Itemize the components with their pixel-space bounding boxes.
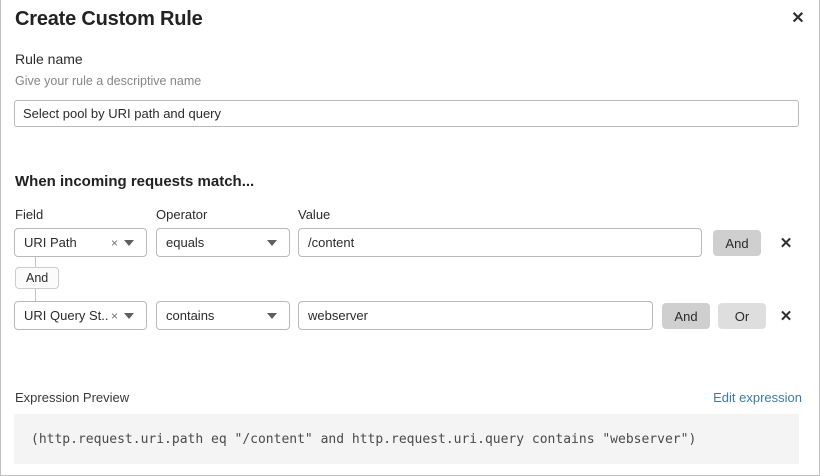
expression-preview-text: (http.request.uri.path eq "/content" and… — [31, 431, 697, 447]
expression-preview-box: (http.request.uri.path eq "/content" and… — [14, 414, 799, 464]
clear-icon[interactable]: × — [110, 235, 118, 250]
field-select-row-2-value: URI Query St... — [24, 308, 109, 323]
column-header-value: Value — [298, 207, 331, 222]
field-select-row-2[interactable]: URI Query St... × — [14, 301, 147, 330]
delete-icon[interactable]: ✕ — [779, 307, 793, 325]
chevron-down-icon — [267, 239, 277, 246]
value-input-row-1[interactable] — [298, 228, 702, 257]
group-connector-and-badge[interactable]: And — [15, 267, 60, 289]
delete-icon[interactable]: ✕ — [779, 234, 793, 252]
logic-and-button-row-2[interactable]: And — [662, 303, 710, 329]
condition-row: URI Path × equals And ✕ — [1, 228, 819, 258]
operator-select-row-1[interactable]: equals — [156, 228, 290, 257]
column-header-operator: Operator — [156, 207, 208, 222]
chevron-down-icon — [124, 312, 134, 319]
clear-icon[interactable]: × — [110, 308, 118, 323]
condition-row: URI Query St... × contains And Or ✕ — [1, 301, 819, 331]
edit-expression-link[interactable]: Edit expression — [713, 390, 802, 405]
logic-and-button-row-1[interactable]: And — [713, 230, 761, 256]
operator-select-row-2-value: contains — [166, 308, 215, 323]
conditions-heading: When incoming requests match... — [15, 173, 255, 190]
logic-or-button-row-2[interactable]: Or — [718, 303, 766, 329]
page-title: Create Custom Rule — [15, 8, 203, 30]
rule-name-label: Rule name — [15, 51, 83, 67]
rule-name-help-text: Give your rule a descriptive name — [15, 74, 202, 88]
field-select-row-1[interactable]: URI Path × — [14, 228, 147, 257]
chevron-down-icon — [267, 312, 277, 319]
value-input-row-2[interactable] — [298, 301, 653, 330]
expression-preview-label: Expression Preview — [15, 390, 130, 405]
operator-select-row-2[interactable]: contains — [156, 301, 290, 330]
column-header-field: Field — [15, 207, 44, 222]
operator-select-row-1-value: equals — [166, 235, 205, 250]
chevron-down-icon — [124, 239, 134, 246]
field-select-row-1-value: URI Path — [24, 235, 77, 250]
close-icon[interactable]: ✕ — [791, 10, 805, 27]
rule-name-input[interactable] — [14, 100, 799, 127]
